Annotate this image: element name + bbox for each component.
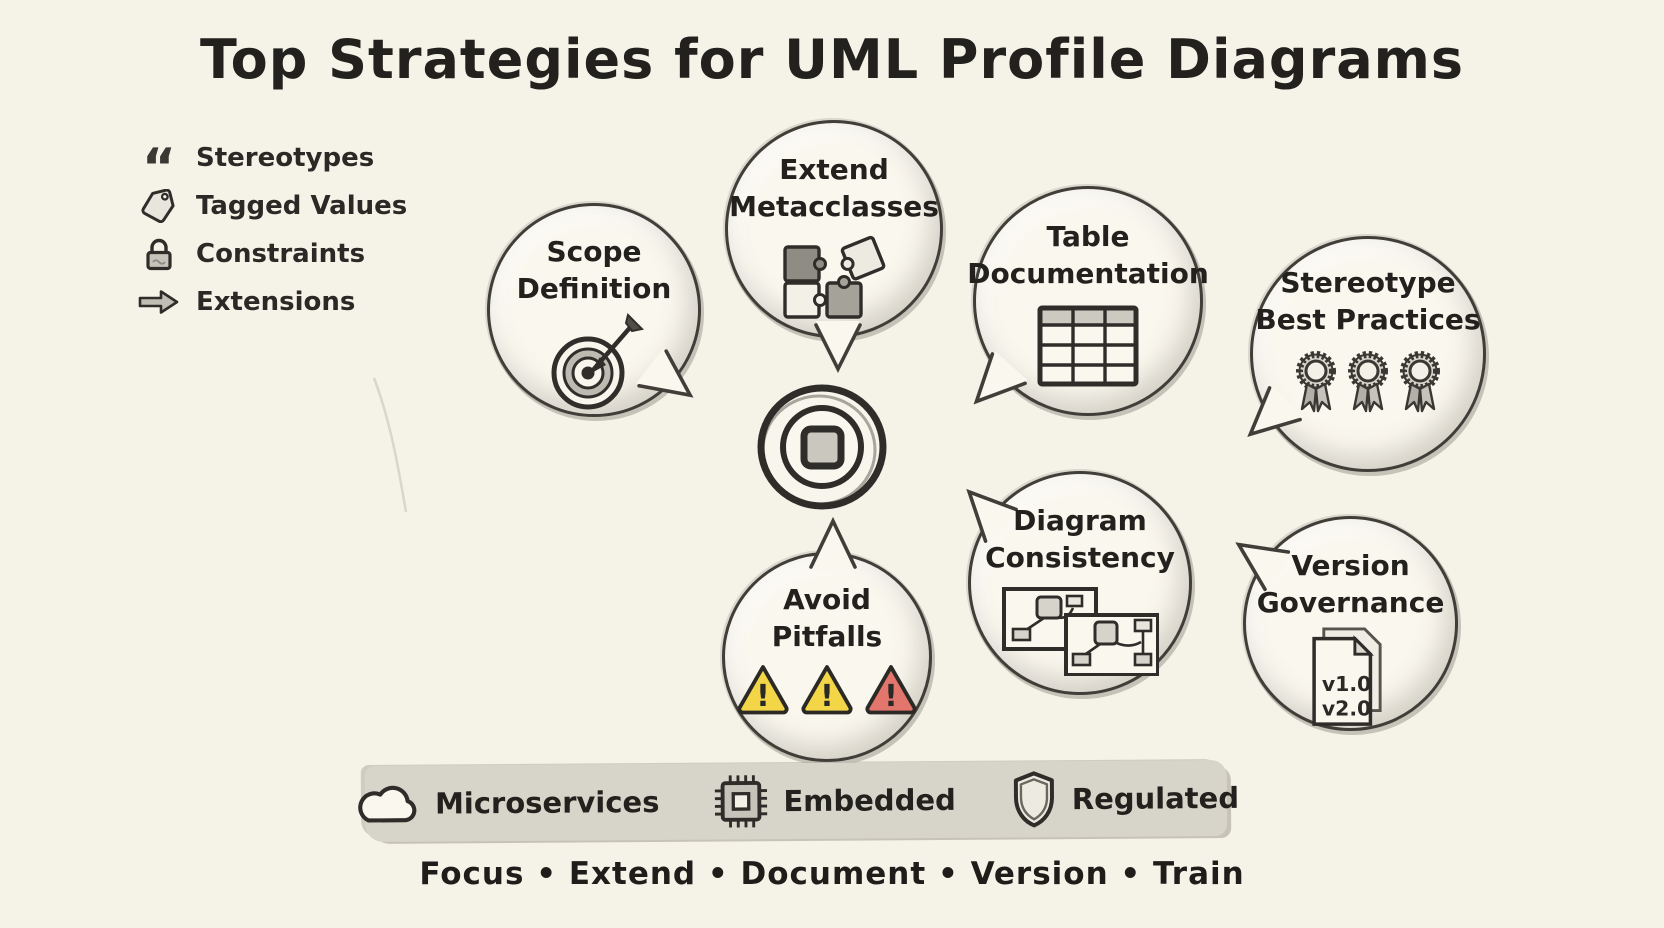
shield-icon <box>1013 771 1054 828</box>
warning-triangles-icon: ! ! ! <box>737 665 917 715</box>
context-banner: Microservices Embedded Regulated <box>358 759 1239 843</box>
svg-text:!: ! <box>820 679 834 714</box>
legend-label: Constraints <box>196 239 366 269</box>
banner-item-microservices: Microservices <box>353 779 660 827</box>
bubble-tail <box>1235 542 1292 592</box>
banner-item-regulated: Regulated <box>1010 769 1240 829</box>
bubble-tail <box>1247 385 1303 438</box>
svg-text:v1.0: v1.0 <box>1321 672 1370 696</box>
bubble-tail <box>809 516 857 571</box>
svg-text:!: ! <box>884 679 898 714</box>
quote-icon: “ <box>141 138 177 198</box>
bubble-tail <box>966 488 1019 544</box>
lock-icon <box>136 236 182 272</box>
pencil-scribble <box>372 377 408 513</box>
svg-text:!: ! <box>756 679 770 714</box>
tagline: Focus • Extend • Document • Version • Tr… <box>419 856 1245 892</box>
legend-item-constraints: Constraints <box>136 234 407 274</box>
legend-item-tagged-values: Tagged Values <box>136 186 407 226</box>
table-icon <box>1037 305 1139 387</box>
puzzle-icon <box>783 235 886 319</box>
target-icon <box>551 313 645 410</box>
legend-item-stereotypes: “ Stereotypes <box>136 138 407 198</box>
chip-icon <box>715 775 768 828</box>
banner-label: Embedded <box>783 782 956 819</box>
page-title: Top Strategies for UML Profile Diagrams <box>199 28 1465 91</box>
cloud-icon <box>358 785 417 823</box>
legend: “ Stereotypes Tagged Values Constraints <box>136 138 407 322</box>
bubble-tail <box>814 321 862 374</box>
legend-label: Tagged Values <box>196 191 408 221</box>
banner-item-embedded: Embedded <box>713 772 956 830</box>
hub-target-icon <box>757 384 887 510</box>
legend-item-extensions: Extensions <box>136 282 407 322</box>
legend-label: Extensions <box>196 287 356 317</box>
tag-icon <box>136 189 182 223</box>
versioned-doc-icon: v1.0 v2.0 <box>1311 627 1382 726</box>
banner-label: Regulated <box>1071 780 1240 817</box>
svg-text:v2.0: v2.0 <box>1321 696 1370 720</box>
legend-label: Stereotypes <box>196 143 375 173</box>
bubble-tail <box>973 350 1028 405</box>
diagram-cards-icon <box>1002 587 1159 676</box>
banner-label: Microservices <box>434 784 660 821</box>
medals-icon <box>1290 348 1446 416</box>
arrow-icon <box>136 288 182 316</box>
bubble-tail <box>635 348 694 398</box>
